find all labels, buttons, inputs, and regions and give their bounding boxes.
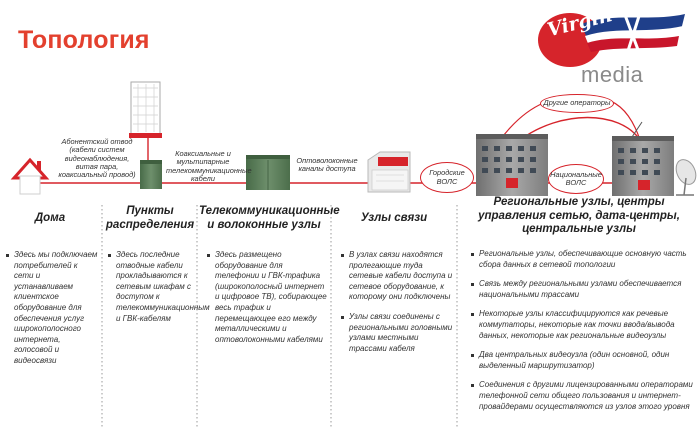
column-homes: Дома Здесь мы подключаем потребителей к … <box>0 202 100 365</box>
list-item: Здесь размещено оборудование для телефон… <box>207 250 329 345</box>
column-list-homes: Здесь мы подключаем потребителей к сети … <box>6 250 98 376</box>
list-item: Узлы связи соединены с региональными гол… <box>341 312 453 354</box>
page-title: Топология <box>18 26 150 54</box>
virgin-media-logo: Virgin media <box>515 4 690 90</box>
logo-media-text: media <box>581 62 644 87</box>
national-fiber-bubble: Национальные ВОЛС <box>548 164 604 194</box>
list-item: В узлах связи находятся пролегающие туда… <box>341 250 453 303</box>
list-item: Некоторые узлы классифицируются как рече… <box>471 309 699 341</box>
list-item: Связь между региональными узлами обеспеч… <box>471 279 699 300</box>
column-distribution-points: Пункты распределения Здесь последние отв… <box>104 202 210 323</box>
fiber-access-label: Оптоволоконные каналы доступа <box>296 156 358 174</box>
logo-graphic <box>538 12 685 67</box>
list-item: Здесь мы подключаем потребителей к сети … <box>6 250 98 367</box>
column-title-distribution: Пункты распределения <box>105 205 195 231</box>
list-item: Соединения с другими лицензированными оп… <box>471 380 699 412</box>
subscriber-drop-label: Абонентский отвод (кабели систем видеона… <box>58 137 136 180</box>
column-title-telecom: Телекоммуникационные и волоконные узлы <box>199 205 340 231</box>
column-list-distribution: Здесь последние отводные кабели проклады… <box>108 250 210 333</box>
distribution-cabinet-icon <box>140 160 162 189</box>
list-item: Здесь последние отводные кабели проклады… <box>108 250 210 324</box>
regional-node-building-icon <box>476 134 548 196</box>
column-title-communication: Узлы связи <box>360 212 428 224</box>
telecom-node-cabinet-icon <box>246 155 290 190</box>
column-communication-nodes: Узлы связи В узлах связи находятся проле… <box>333 202 455 353</box>
column-list-regional: Региональные узлы, обеспечивающие основн… <box>471 249 699 421</box>
street-lamp-icon <box>129 81 162 138</box>
house-icon <box>10 157 50 195</box>
central-node-building-icon <box>612 136 674 196</box>
column-list-telecom: Здесь размещено оборудование для телефон… <box>207 250 329 354</box>
column-regional-nodes: Региональные узлы, центры управления сет… <box>459 196 699 411</box>
column-title-homes: Дома <box>34 212 66 224</box>
communication-node-building-icon <box>367 151 411 193</box>
other-operators-bubble: Другие операторы <box>540 94 614 113</box>
coax-multipair-label: Коаксиальные и мультипарные телекоммуник… <box>166 149 252 183</box>
column-telecom-nodes: Телекоммуникационные и волоконные узлы З… <box>199 202 340 344</box>
satellite-dish-icon <box>675 159 697 196</box>
city-fiber-bubble: Городские ВОЛС <box>420 162 474 193</box>
column-list-communication: В узлах связи находятся пролегающие туда… <box>341 250 453 363</box>
list-item: Два центральных видеоузла (один основной… <box>471 350 699 371</box>
list-item: Региональные узлы, обеспечивающие основн… <box>471 249 699 270</box>
column-title-regional: Региональные узлы, центры управления сет… <box>478 196 680 235</box>
